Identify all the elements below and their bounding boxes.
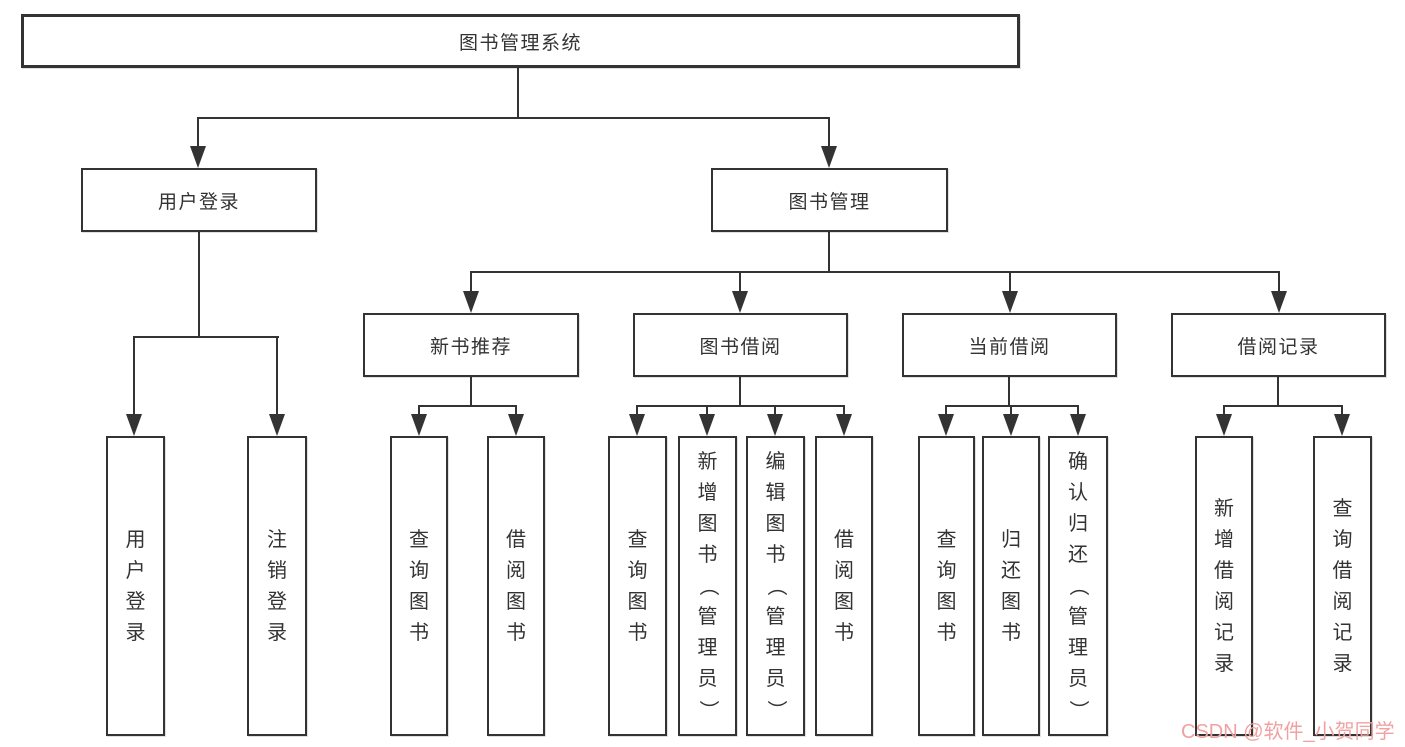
node-current-borrow-label: 当前借阅 [968, 336, 1051, 358]
connector-line [1077, 405, 1079, 418]
connector-line [197, 117, 830, 119]
leaf-nbr-query-books: 查询图书 [390, 436, 448, 736]
connector-line [1223, 405, 1343, 407]
node-book-borrow-label: 图书借阅 [699, 336, 782, 358]
arrowhead-icon [463, 291, 479, 313]
connector-line [739, 377, 741, 405]
leaf-bb-borrow-books-label: 借阅图书 [834, 528, 854, 644]
connector-line [1278, 271, 1280, 295]
node-user-login: 用户登录 [81, 168, 317, 232]
leaf-cb-confirm-return-admin-label: 确认归还（管理员） [1067, 451, 1089, 720]
arrowhead-icon [836, 414, 852, 436]
connector-line [843, 405, 845, 418]
connector-line [133, 336, 279, 338]
connector-line [517, 68, 519, 117]
leaf-cb-return-books: 归还图书 [982, 436, 1040, 736]
leaf-logout-label: 注销登录 [267, 528, 287, 644]
arrowhead-icon [1002, 291, 1018, 313]
connector-line [1009, 271, 1011, 295]
connector-line [706, 405, 708, 418]
connector-line [1341, 405, 1343, 418]
connector-line [515, 405, 517, 418]
node-current-borrow: 当前借阅 [902, 313, 1117, 377]
arrowhead-icon [126, 414, 142, 436]
connector-line [774, 405, 776, 418]
connector-line [133, 336, 135, 418]
arrowhead-icon [1003, 414, 1019, 436]
leaf-br-query-record-label: 查询借阅记录 [1332, 497, 1353, 675]
node-new-book-rec-label: 新书推荐 [429, 336, 512, 358]
connector-line [418, 405, 517, 407]
connector-line [470, 377, 472, 405]
arrowhead-icon [629, 414, 645, 436]
connector-line [1223, 405, 1225, 418]
arrowhead-icon [508, 414, 524, 436]
leaf-logout: 注销登录 [247, 436, 307, 736]
arrowhead-icon [269, 414, 285, 436]
arrowhead-icon [1216, 414, 1232, 436]
leaf-bb-add-books-admin-label: 新增图书（管理员） [696, 451, 719, 720]
connector-line [1277, 377, 1279, 405]
node-borrow-records: 借阅记录 [1171, 313, 1386, 377]
leaf-br-add-record-label: 新增借阅记录 [1214, 497, 1234, 675]
connector-line [1008, 377, 1010, 405]
leaf-cb-return-books-label: 归还图书 [1001, 528, 1021, 644]
connector-line [418, 405, 420, 418]
leaf-br-query-record: 查询借阅记录 [1313, 436, 1372, 736]
arrowhead-icon [1334, 414, 1350, 436]
node-borrow-records-label: 借阅记录 [1237, 336, 1320, 358]
connector-line [470, 271, 472, 295]
node-root-label: 图书管理系统 [458, 32, 582, 54]
connector-line [1010, 405, 1012, 418]
leaf-bb-query-books-label: 查询图书 [627, 528, 648, 644]
leaf-br-add-record: 新增借阅记录 [1195, 436, 1253, 736]
csdn-watermark: CSDN @软件_小贺同学 [1181, 721, 1395, 743]
leaf-cb-query-books-label: 查询图书 [936, 528, 957, 644]
connector-line [828, 117, 830, 150]
connector-line [198, 232, 200, 336]
arrowhead-icon [699, 414, 715, 436]
leaf-nbr-borrow-books-label: 借阅图书 [506, 528, 526, 644]
arrowhead-icon [821, 146, 837, 168]
leaf-bb-query-books: 查询图书 [608, 436, 667, 736]
leaf-cb-query-books: 查询图书 [918, 436, 975, 736]
connector-line [276, 336, 278, 418]
arrowhead-icon [1070, 414, 1086, 436]
node-new-book-rec: 新书推荐 [363, 313, 579, 377]
node-book-borrow: 图书借阅 [633, 313, 848, 377]
arrowhead-icon [938, 414, 954, 436]
leaf-cb-confirm-return-admin: 确认归还（管理员） [1048, 436, 1108, 736]
connector-line [828, 232, 830, 271]
arrowhead-icon [411, 414, 427, 436]
leaf-bb-add-books-admin: 新增图书（管理员） [678, 436, 737, 736]
arrowhead-icon [732, 291, 748, 313]
connector-line [739, 271, 741, 295]
connector-line [636, 405, 638, 418]
leaf-bb-edit-books-admin: 编辑图书（管理员） [746, 436, 805, 736]
connector-line [197, 117, 199, 150]
leaf-bb-borrow-books: 借阅图书 [815, 436, 873, 736]
connector-line [636, 405, 845, 407]
node-book-mgmt: 图书管理 [711, 168, 948, 232]
arrowhead-icon [1271, 291, 1287, 313]
connector-line [470, 271, 1280, 273]
node-book-mgmt-label: 图书管理 [788, 191, 871, 213]
node-user-login-label: 用户登录 [157, 191, 240, 213]
leaf-user-login-label: 用户登录 [125, 528, 146, 644]
connector-line [945, 405, 947, 418]
leaf-bb-edit-books-admin-label: 编辑图书（管理员） [764, 451, 787, 720]
node-root: 图书管理系统 [21, 14, 1020, 68]
arrowhead-icon [190, 146, 206, 168]
leaf-user-login: 用户登录 [106, 436, 165, 736]
arrowhead-icon [767, 414, 783, 436]
connector-line [945, 405, 1079, 407]
leaf-nbr-borrow-books: 借阅图书 [487, 436, 545, 736]
leaf-nbr-query-books-label: 查询图书 [409, 528, 429, 644]
